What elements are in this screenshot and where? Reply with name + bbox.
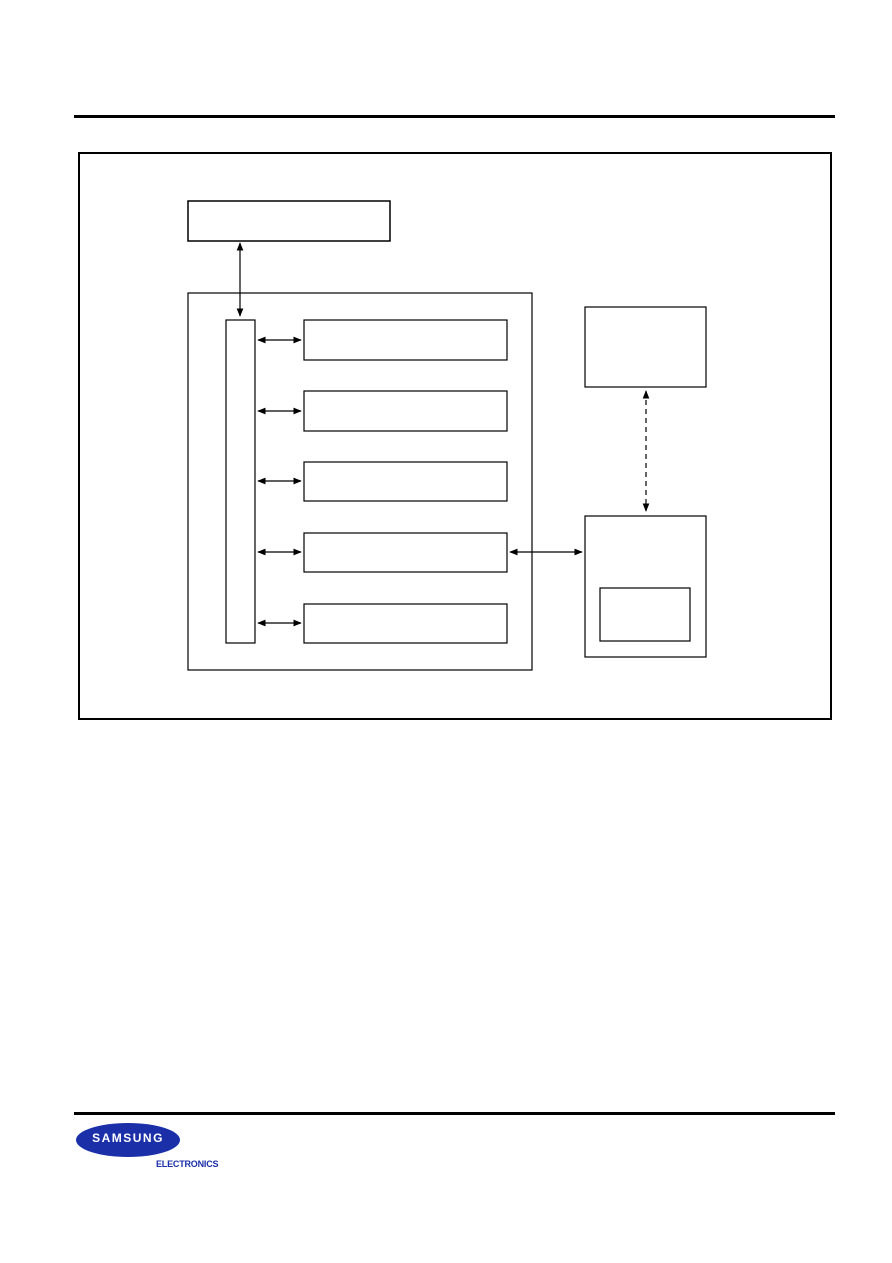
module-block-4	[303, 532, 508, 573]
header-rule	[74, 115, 835, 118]
module-block-1	[303, 319, 508, 361]
samsung-logo: SAMSUNG ELECTRONICS	[74, 1120, 234, 1180]
external-block-bottom	[584, 515, 707, 658]
module-block-2	[303, 390, 508, 432]
footer-rule	[74, 1112, 835, 1115]
logo-sub-text: ELECTRONICS	[156, 1159, 219, 1169]
logo-ellipse-shape	[76, 1123, 180, 1157]
external-block-top	[584, 306, 707, 388]
main-container	[187, 292, 533, 671]
internal-bus	[225, 319, 256, 644]
module-block-5	[303, 603, 508, 644]
logo-brand-text: SAMSUNG	[92, 1131, 164, 1145]
module-block-3	[303, 461, 508, 502]
top-block	[187, 200, 391, 242]
outer-frame	[78, 152, 832, 720]
external-inner-block	[599, 587, 691, 642]
